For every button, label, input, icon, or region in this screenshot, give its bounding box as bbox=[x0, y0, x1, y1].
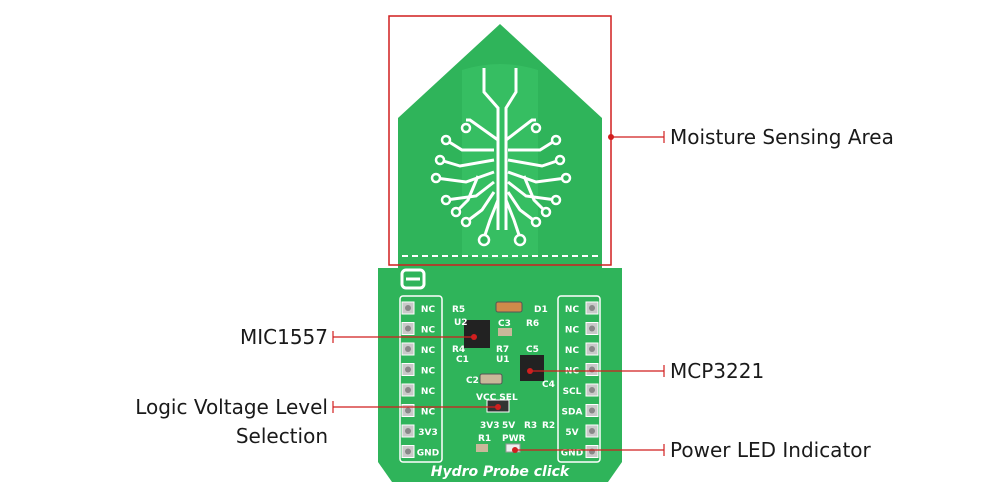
board-name-label: Hydro Probe click bbox=[431, 464, 571, 480]
right-pin-label: NC bbox=[565, 326, 580, 336]
callout-dot-power-led bbox=[512, 447, 518, 453]
right-pin-label: SDA bbox=[562, 408, 583, 418]
callout-dot-mcp3221 bbox=[527, 368, 533, 374]
right-pin-hole bbox=[589, 346, 595, 352]
callout-dot-mic1557 bbox=[471, 334, 477, 340]
left-pin-hole bbox=[405, 387, 411, 393]
left-pin-hole bbox=[405, 428, 411, 434]
chip-u1 bbox=[520, 355, 544, 381]
left-pin-hole bbox=[405, 305, 411, 311]
left-pin-label: NC bbox=[421, 408, 436, 418]
label-c5: C5 bbox=[526, 345, 539, 355]
label-c2: C2 bbox=[466, 376, 479, 386]
label-5v: 5V bbox=[502, 421, 515, 431]
callout-moisture-sensing-area: Moisture Sensing Area bbox=[670, 125, 894, 149]
capacitor-c2 bbox=[479, 373, 503, 385]
label-u1: U1 bbox=[496, 355, 510, 365]
right-pin-hole bbox=[589, 387, 595, 393]
label-r1: R1 bbox=[478, 434, 491, 444]
right-pin-hole bbox=[589, 428, 595, 434]
label-vcc-sel: VCC SEL bbox=[476, 393, 518, 403]
right-pin-label: 5V bbox=[565, 428, 578, 438]
right-pin-hole bbox=[589, 407, 595, 414]
left-pin-hole bbox=[405, 346, 411, 352]
callout-dot-logic bbox=[495, 404, 501, 410]
right-pin-label: NC bbox=[565, 346, 580, 356]
sensing-traces bbox=[435, 68, 567, 239]
left-pin-label: NC bbox=[421, 367, 436, 377]
sensing-area-highlight-box bbox=[388, 15, 612, 266]
left-pin-label: NC bbox=[421, 326, 436, 336]
left-pin-label: 3V3 bbox=[418, 428, 438, 438]
left-pin-hole bbox=[405, 448, 411, 455]
right-pin-hole bbox=[589, 305, 595, 311]
right-pin-label: NC bbox=[565, 305, 580, 315]
left-pin-hole bbox=[405, 407, 411, 414]
callout-mcp3221: MCP3221 bbox=[670, 359, 765, 383]
left-pin-hole bbox=[405, 366, 411, 373]
callout-mic1557: MIC1557 bbox=[239, 325, 328, 349]
label-d1: D1 bbox=[534, 305, 548, 315]
mikroe-logo-icon bbox=[400, 268, 426, 290]
callout-logic-voltage-line2: Selection bbox=[235, 424, 328, 448]
diode-d1 bbox=[495, 301, 523, 313]
label-c1: C1 bbox=[456, 355, 469, 365]
left-pin-label: GND bbox=[417, 449, 439, 459]
right-pin-label: SCL bbox=[563, 387, 582, 397]
label-c4: C4 bbox=[542, 380, 555, 390]
callout-logic-voltage-line1: Logic Voltage Level bbox=[135, 395, 328, 419]
label-r2: R2 bbox=[542, 421, 555, 431]
left-pin-label: NC bbox=[421, 305, 436, 315]
label-r4: R4 bbox=[452, 345, 465, 355]
label-r3: R3 bbox=[524, 421, 537, 431]
chip-u2 bbox=[464, 320, 490, 348]
label-r6: R6 bbox=[526, 319, 539, 329]
label-u2: U2 bbox=[454, 318, 468, 328]
left-pin-label: NC bbox=[421, 387, 436, 397]
label-c3: C3 bbox=[498, 319, 511, 329]
left-pin-hole bbox=[405, 325, 411, 332]
left-pin-label: NC bbox=[421, 346, 436, 356]
label-3v3: 3V3 bbox=[480, 421, 500, 431]
right-pin-hole bbox=[589, 325, 595, 332]
callout-power-led-indicator: Power LED Indicator bbox=[670, 438, 871, 462]
label-r7: R7 bbox=[496, 345, 509, 355]
right-pin-label: GND bbox=[561, 449, 583, 459]
label-pwr: PWR bbox=[502, 434, 526, 444]
label-r5: R5 bbox=[452, 305, 465, 315]
callout-dot-moisture bbox=[608, 134, 614, 140]
